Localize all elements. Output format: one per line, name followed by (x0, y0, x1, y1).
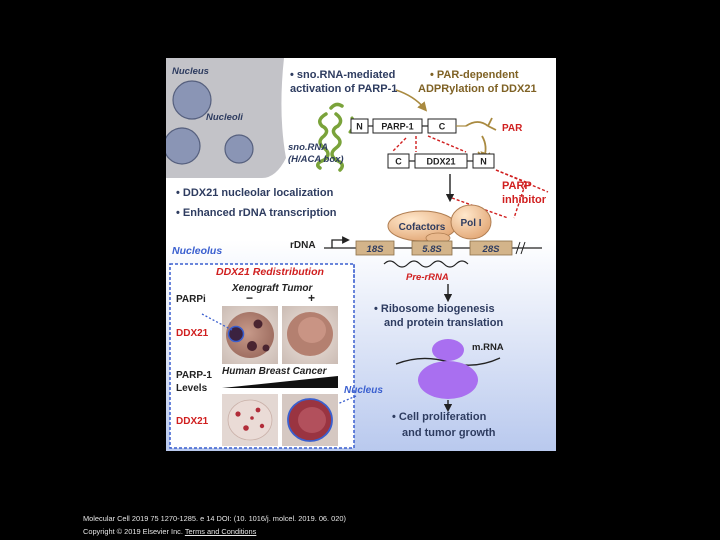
parp1-level-wedge (222, 376, 338, 388)
bullet-localization: • DDX21 nucleolar localization (176, 187, 334, 199)
citation-text: Molecular Cell 2019 75 1270-1285. e 14 D… (83, 514, 346, 523)
nucleolus-circle (166, 127, 201, 165)
nucleolus-dot (253, 319, 263, 329)
tss-arrow (331, 236, 350, 248)
parp-inhibitor-label: inhibitor (502, 194, 547, 206)
plus-sign: + (308, 291, 315, 305)
snorna-title: • sno.RNA-mediated (290, 69, 395, 81)
snorna-title: activation of PARP-1 (290, 83, 397, 95)
copyright-line: Copyright © 2019 Elsevier Inc. Terms and… (83, 527, 256, 536)
ribosome-small-subunit (432, 339, 464, 361)
ddx21-n-label: N (480, 157, 487, 167)
parp1-c-label: C (439, 122, 446, 132)
snorna-label: (H/ACA box) (288, 154, 344, 165)
par-title: ADPRylation of DDX21 (418, 83, 537, 95)
line-break-mark (515, 241, 526, 255)
gene-58s-label: 5.8S (422, 244, 442, 255)
gene-28s (469, 240, 513, 256)
gene-18s-label: 18S (367, 244, 385, 255)
figure-panel: Nucleus Nucleoli • sno.RNA-mediated acti… (166, 58, 556, 451)
nucleolus-pointer (201, 313, 233, 331)
ddx21-row2-label: DDX21 (176, 416, 209, 427)
ddx21-n-domain (472, 153, 495, 169)
pre-rrna-label: Pre-rRNA (406, 272, 449, 283)
bullet-transcription: • Enhanced rDNA transcription (176, 207, 337, 219)
parp1-levels-label: Levels (176, 383, 208, 394)
pol1-complex (450, 204, 492, 240)
nucleolus-dot (243, 425, 249, 431)
nucleolus-dot (250, 416, 254, 420)
inhibition-line (495, 169, 549, 193)
parp1-levels-label: PARP-1 (176, 370, 212, 381)
nucleolus-dot (255, 407, 261, 413)
inhibition-line (391, 137, 407, 153)
redistribution-title: DDX21 Redistribution (216, 266, 324, 278)
bullet-proliferation: and tumor growth (402, 427, 496, 439)
cell-nucleus (227, 399, 273, 441)
pre-rrna-strand (383, 260, 469, 268)
nucleolus-dot (235, 411, 241, 417)
parp1-domain-label: PARP-1 (381, 122, 413, 132)
nucleolus-dot (227, 325, 245, 343)
copyright-text: Copyright © 2019 Elsevier Inc. (83, 527, 183, 536)
nucleolus-dot (259, 423, 265, 429)
nucleolus-dot (262, 344, 270, 352)
snorna-hairpin (330, 112, 344, 172)
diffuse-ddx21 (298, 407, 326, 433)
nucleolus-circle (172, 80, 212, 120)
breast-cancer-title: Human Breast Cancer (222, 366, 328, 377)
cofactors-label: Cofactors (399, 222, 446, 233)
graphical-abstract: Nucleus Nucleoli • sno.RNA-mediated acti… (166, 58, 556, 451)
ribosome-large-subunit (418, 361, 478, 399)
minus-sign: − (246, 291, 253, 305)
nucleoli-label: Nucleoli (206, 112, 243, 123)
parp1-n-label: N (356, 122, 363, 132)
snorna-hairpin (316, 112, 330, 170)
gene-28s-label: 28S (482, 244, 501, 255)
gene-58s (411, 240, 453, 256)
par-title: • PAR-dependent (430, 69, 519, 81)
ddx21-c-label: C (395, 157, 402, 167)
nucleolus-circle (224, 134, 254, 164)
bullet-ribosome: • Ribosome biogenesis (374, 303, 495, 315)
mrna-label: m.RNA (472, 342, 504, 353)
par-label: PAR (502, 123, 523, 134)
parpi-label: PARPi (176, 294, 206, 305)
par-chain (487, 117, 497, 131)
ddx21-domain-label: DDX21 (426, 157, 455, 167)
diffuse-ddx21 (298, 317, 326, 343)
nucleolus-dot (247, 341, 257, 351)
parp-inhibitor-label: PARP (502, 180, 532, 192)
par-chain (465, 121, 489, 127)
inhibition-line (427, 135, 467, 153)
snorna-label: sno.RNA (288, 142, 328, 153)
bullet-ribosome: and protein translation (384, 317, 503, 329)
terms-link[interactable]: Terms and Conditions (184, 527, 257, 536)
nucleolus-label: Nucleolus (172, 245, 222, 257)
nucleus-label-bottom: Nucleus (344, 385, 383, 396)
gene-18s (355, 240, 395, 256)
ddx21-row1-label: DDX21 (176, 328, 209, 339)
rdna-label: rDNA (290, 240, 316, 251)
xenograft-title: Xenograft Tumor (231, 283, 313, 294)
pol1-label: Pol I (460, 218, 481, 229)
par-title-arrow (395, 89, 428, 112)
inhibition-line (495, 169, 527, 219)
bullet-proliferation: • Cell proliferation (392, 411, 487, 423)
nucleus-label: Nucleus (172, 66, 209, 77)
snorna-hairpin (329, 102, 344, 110)
